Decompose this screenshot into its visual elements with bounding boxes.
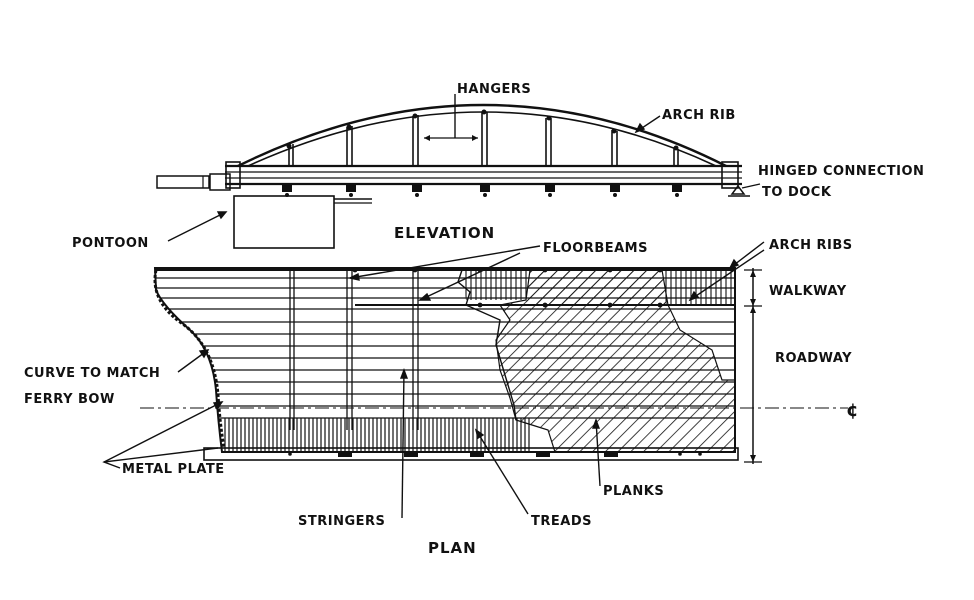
title-plan: PLAN	[428, 539, 477, 557]
label-curve-to-match: CURVE TO MATCH	[24, 366, 160, 381]
label-ferry-bow: FERRY BOW	[24, 392, 115, 407]
label-stringers: STRINGERS	[298, 514, 385, 529]
metal-plate	[153, 269, 226, 449]
planks	[495, 269, 735, 452]
elevation-view	[156, 103, 750, 249]
pontoon	[233, 195, 335, 249]
label-walkway: WALKWAY	[769, 284, 847, 299]
label-arch-rib: ARCH RIB	[662, 108, 736, 123]
label-floorbeams: FLOORBEAMS	[543, 241, 648, 256]
plan-view	[140, 267, 848, 464]
label-treads: TREADS	[531, 514, 592, 529]
arch-rib	[237, 103, 727, 168]
floorbeams	[289, 268, 419, 430]
label-roadway: ROADWAY	[775, 351, 852, 366]
treads	[222, 418, 532, 452]
centerline-symbol: ¢	[846, 400, 859, 421]
label-metal-plate: METAL PLATE	[122, 462, 225, 477]
label-arch-ribs: ARCH RIBS	[769, 238, 853, 253]
label-hangers: HANGERS	[457, 82, 531, 97]
label-hinged-connection: HINGED CONNECTION	[758, 164, 924, 179]
title-elevation: ELEVATION	[394, 224, 495, 242]
hangers	[288, 112, 679, 166]
leader-lines	[102, 94, 765, 519]
label-pontoon: PONTOON	[72, 236, 149, 251]
label-planks: PLANKS	[603, 484, 664, 499]
label-to-dock: TO DOCK	[762, 185, 832, 200]
